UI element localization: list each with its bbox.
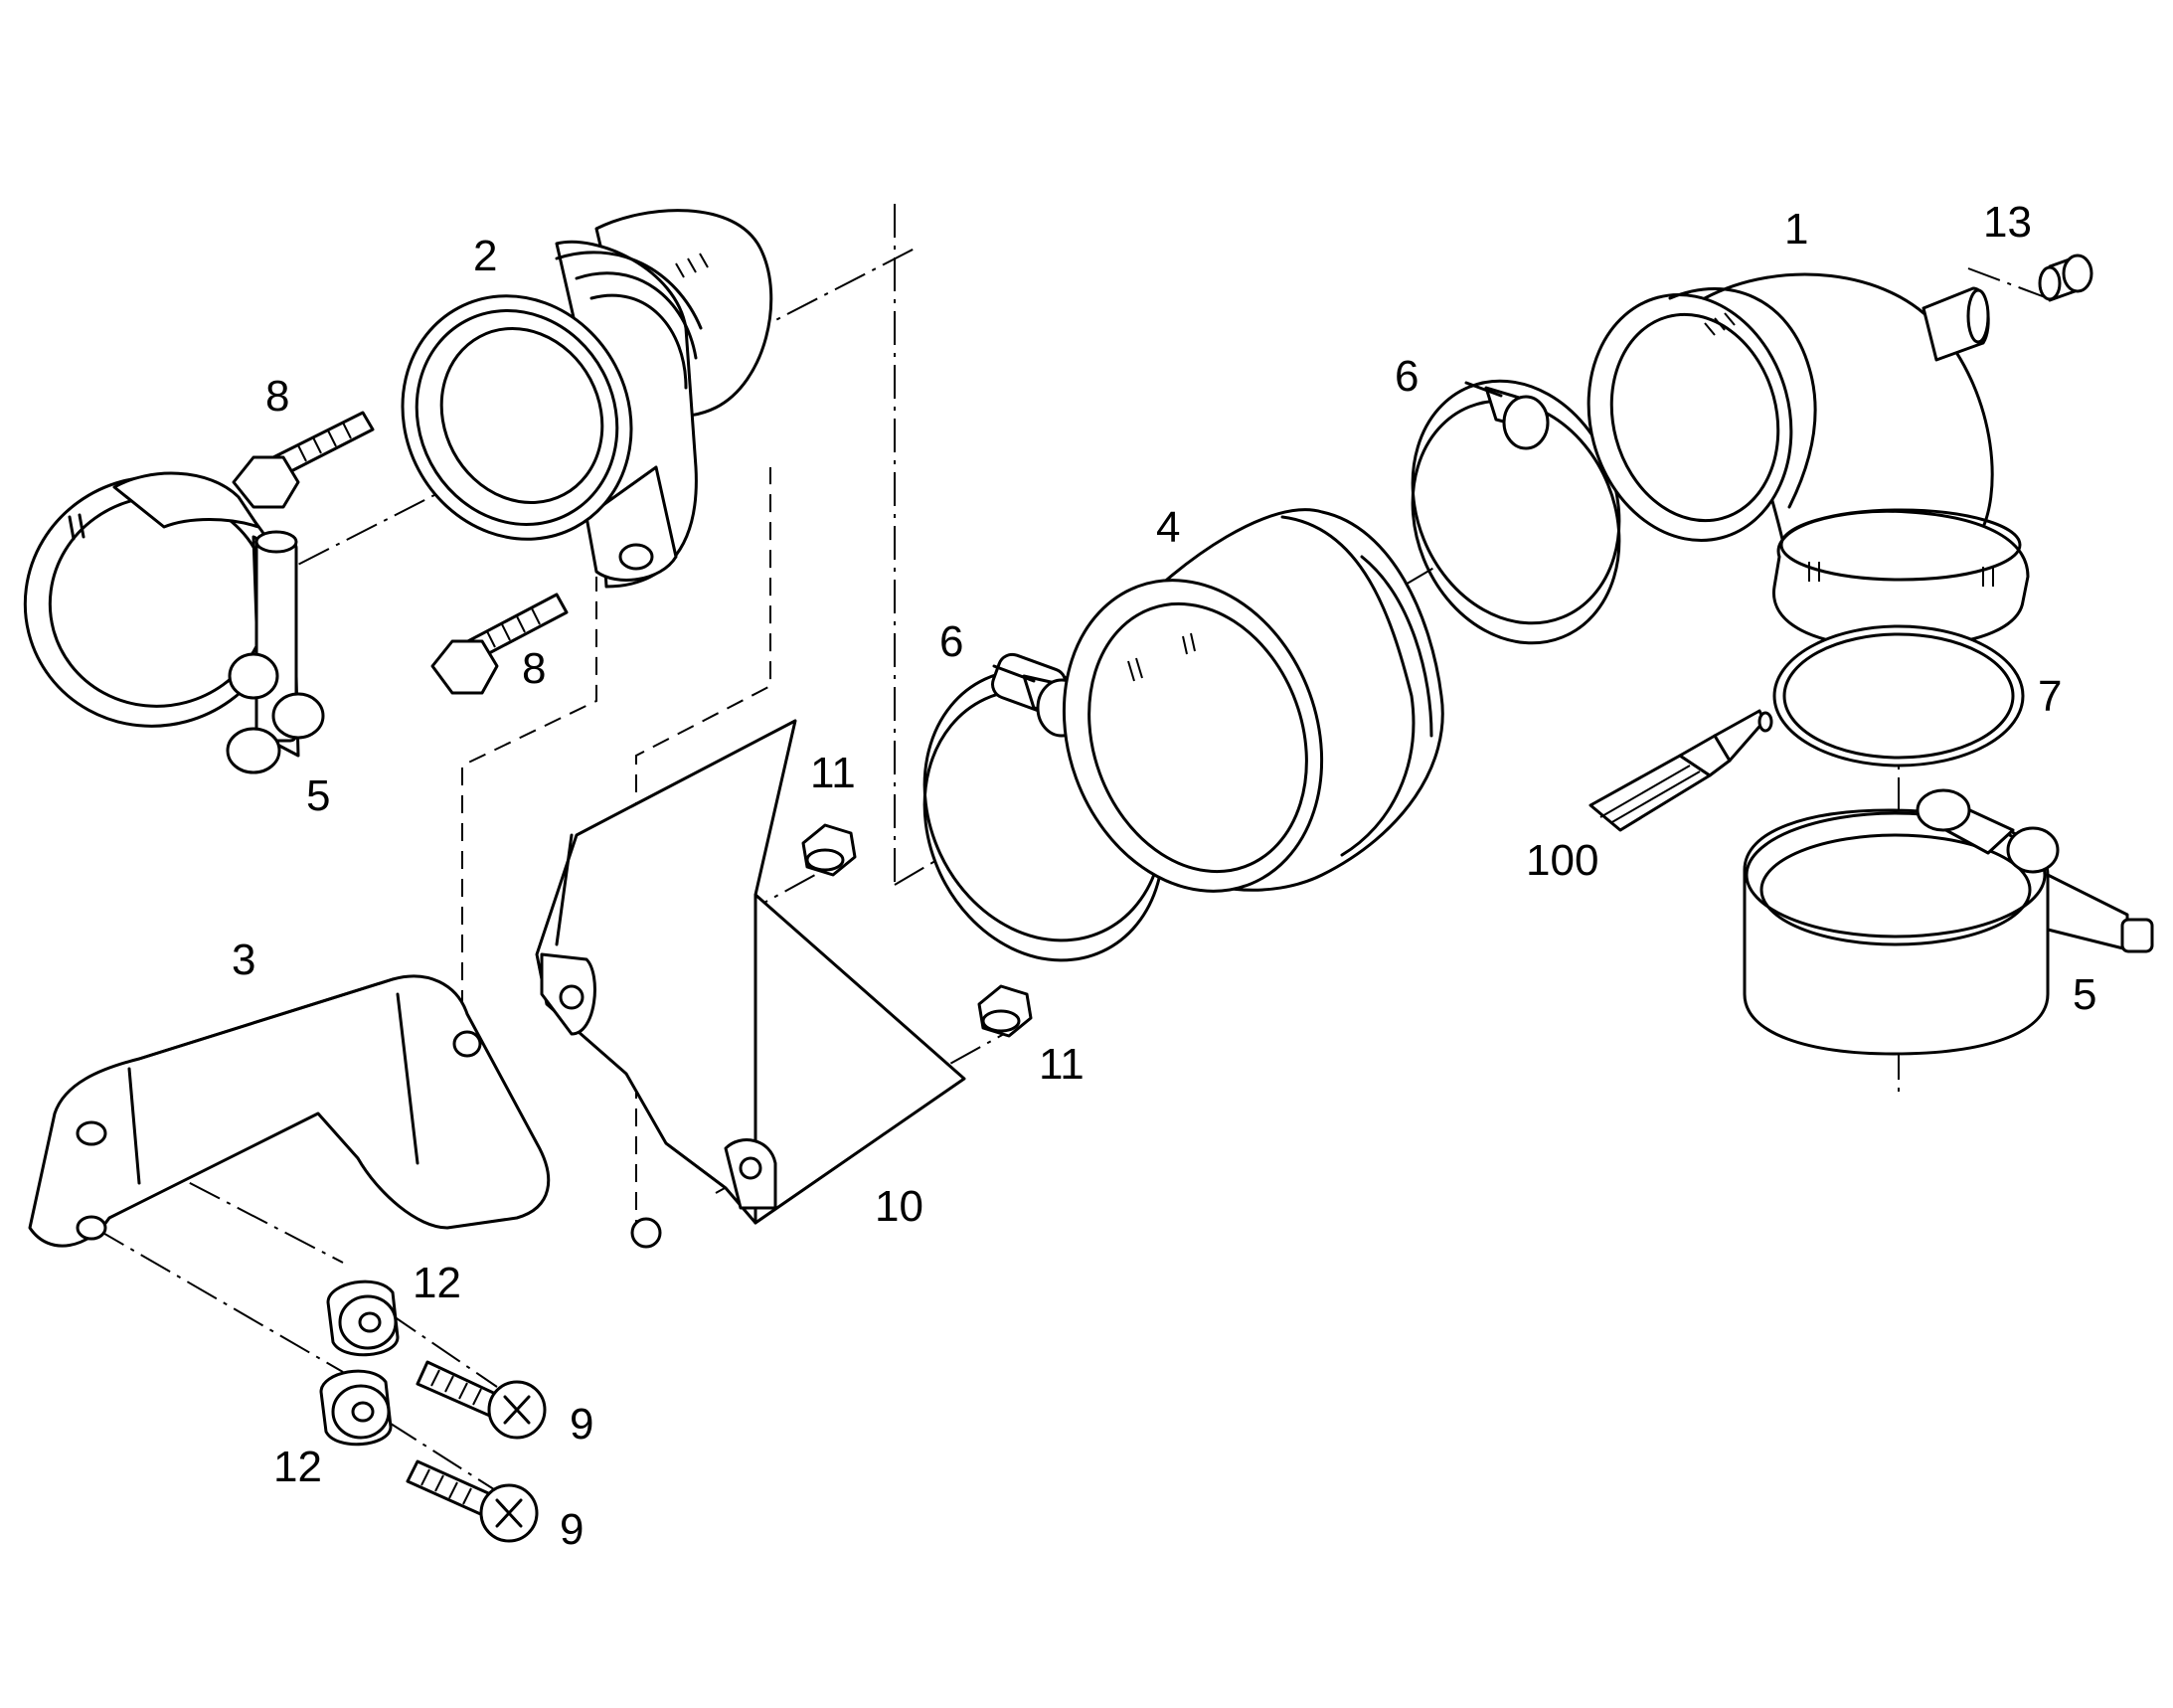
callout-9-lower: 9 [560, 1505, 584, 1554]
part-9-bolts [406, 1360, 547, 1543]
callout-2: 2 [473, 232, 497, 280]
callout-13: 13 [1983, 198, 2032, 247]
part-7-gasket [1772, 624, 2025, 768]
callout-12-upper: 12 [413, 1259, 461, 1307]
callout-5-left: 5 [306, 771, 330, 820]
part-1-elbow [1587, 272, 2030, 649]
callout-1: 1 [1784, 205, 1808, 254]
part-6-hose-clamp-upper [1411, 379, 1621, 645]
callout-10: 10 [875, 1182, 923, 1231]
part-100-sealant-tube [1588, 709, 1773, 832]
hidden-lines [461, 467, 771, 1238]
part-12-spacers [319, 1280, 400, 1447]
callout-5-right: 5 [2073, 970, 2096, 1019]
callout-11-upper: 11 [810, 749, 856, 797]
callout-8-lower: 8 [522, 644, 546, 693]
part-8-bolts [232, 411, 569, 695]
callout-3: 3 [232, 936, 255, 984]
callout-labels: 1 2 3 4 5 5 6 6 7 8 8 9 9 10 11 11 12 12… [232, 198, 2096, 1554]
part-2-outlet-flange [401, 209, 773, 589]
callout-11-lower: 11 [1039, 1040, 1085, 1089]
callout-4: 4 [1156, 503, 1180, 552]
callout-12-lower: 12 [273, 1443, 322, 1491]
callout-7: 7 [2038, 672, 2062, 721]
callout-6-lower: 6 [939, 617, 963, 666]
callout-9-upper: 9 [570, 1400, 593, 1449]
part-13-plug [2038, 254, 2093, 302]
part-3-mounting-bracket [28, 974, 662, 1249]
part-5-vband-clamp-left [23, 471, 325, 774]
part-4-connecting-sleeve [1062, 508, 1444, 893]
callout-100: 100 [1526, 836, 1598, 885]
part-10-heat-shield [535, 719, 966, 1225]
part-11-nuts [801, 823, 1033, 1038]
callout-8-upper: 8 [265, 372, 289, 421]
part-5-vband-clamp-right [1743, 788, 2154, 1056]
callout-6-upper: 6 [1395, 352, 1419, 401]
